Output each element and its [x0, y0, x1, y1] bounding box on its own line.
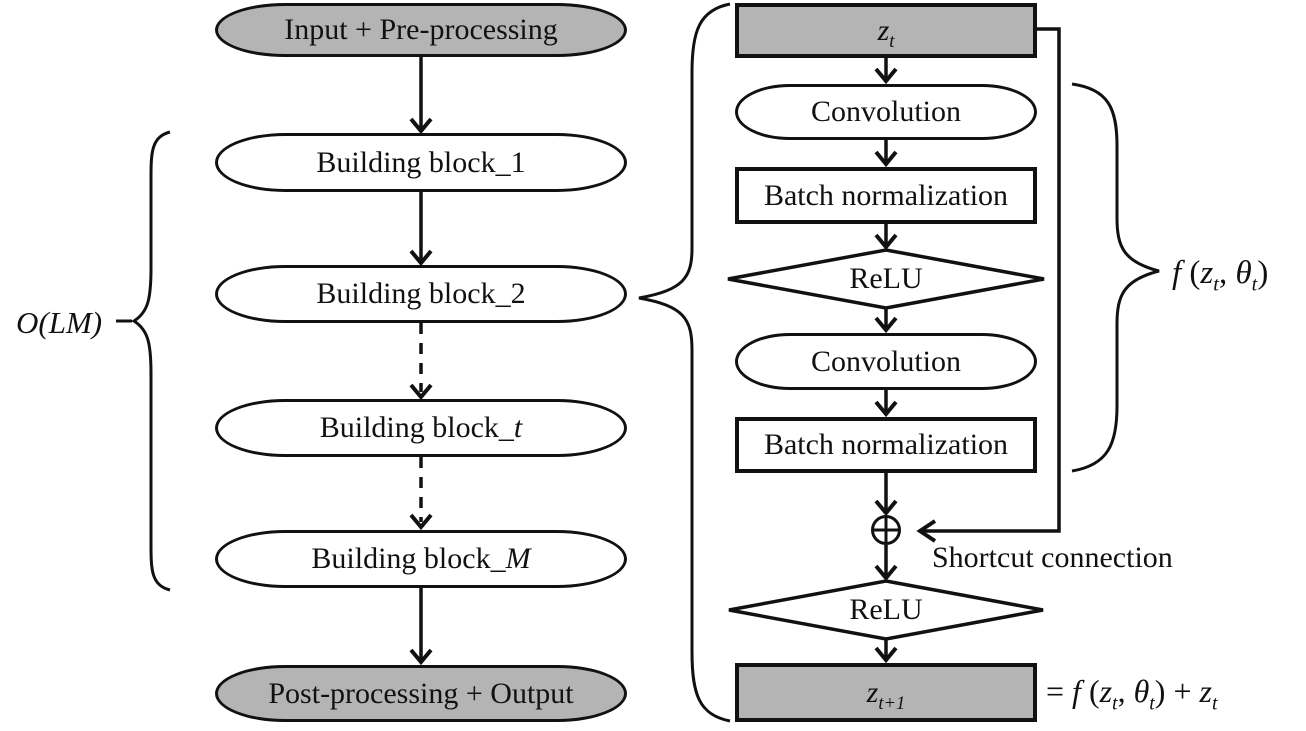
node-label: Convolution — [810, 344, 961, 378]
arrow-input-to-block1 — [409, 57, 433, 135]
node-label: zt+1 — [866, 675, 906, 714]
node-convolution-2: Convolution — [735, 333, 1037, 390]
node-zt-plus-1: zt+1 — [735, 663, 1037, 722]
circled-plus-icon — [871, 515, 901, 545]
node-label: zt — [877, 13, 895, 52]
relu-diamond-2 — [728, 579, 1044, 641]
arrow-bn1-to-relu1 — [874, 224, 898, 251]
node-label: Building block_2 — [316, 277, 526, 310]
node-label: Building block_M — [311, 542, 531, 575]
node-input-preprocessing: Input + Pre-processing — [215, 3, 627, 57]
brace-building-block-expansion — [638, 2, 731, 723]
node-label: Building block_1 — [316, 145, 526, 179]
node-zt: zt — [735, 3, 1037, 58]
node-label: Input + Pre-processing — [284, 13, 558, 46]
brace-f-function — [1071, 82, 1160, 473]
node-building-block-1: Building block_1 — [215, 133, 627, 192]
node-label: Batch normalization — [763, 428, 1009, 461]
node-postprocessing-output: Post-processing + Output — [215, 665, 627, 722]
label-shortcut-connection: Shortcut connection — [932, 541, 1173, 574]
brace-left-column — [131, 130, 171, 592]
shortcut-connection-line — [916, 27, 1061, 543]
node-label: Post-processing + Output — [268, 676, 574, 710]
label-function: f (zt, θt) — [1172, 254, 1269, 296]
node-building-block-2: Building block_2 — [215, 265, 627, 323]
node-label: Building block_t — [319, 411, 523, 444]
arrow-blockM-to-output — [409, 588, 433, 666]
arrow-conv1-to-bn1 — [874, 140, 898, 168]
node-building-block-M: Building block_M — [215, 530, 627, 588]
arrow-zt-to-conv1 — [874, 58, 898, 85]
label-equation: = f (zt, θt) + zt — [1046, 673, 1218, 715]
arrow-plus-to-relu2 — [874, 545, 898, 582]
arrow-relu1-to-conv2 — [874, 308, 898, 334]
node-convolution-1: Convolution — [735, 84, 1037, 140]
node-relu-2-label: ReLU — [849, 593, 923, 626]
node-batch-normalization-2: Batch normalization — [735, 417, 1037, 473]
node-label: Convolution — [810, 95, 961, 128]
arrow-conv2-to-bn2 — [874, 390, 898, 418]
node-building-block-t: Building block_t — [215, 399, 627, 457]
node-relu-1-label: ReLU — [849, 262, 923, 295]
arrow-blockt-to-blockM-dashed — [409, 457, 433, 531]
arrow-block2-to-blockt-dashed — [409, 323, 433, 401]
arrow-bn2-to-plus — [874, 473, 898, 517]
node-label: Batch normalization — [763, 178, 1009, 212]
label-complexity: O(LM) — [16, 304, 103, 340]
relu-diamond-1 — [727, 248, 1045, 310]
arrow-relu2-to-zt1 — [874, 639, 898, 664]
node-batch-normalization-1: Batch normalization — [735, 167, 1037, 224]
arrow-block1-to-block2 — [409, 192, 433, 267]
